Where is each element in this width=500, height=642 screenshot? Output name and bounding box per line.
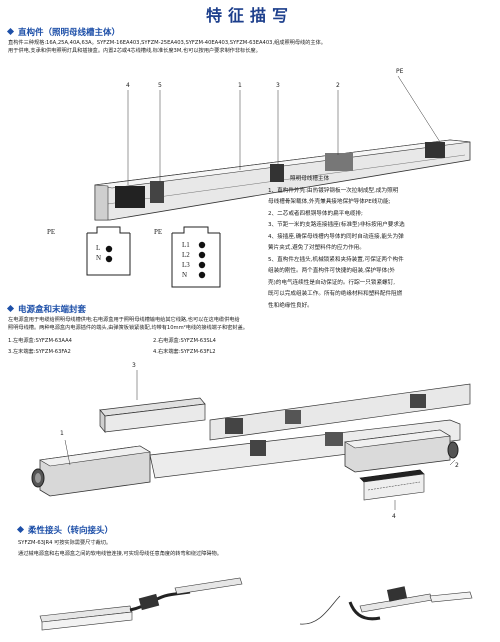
section2-paragraph: 左电源盒用于电缆给照明母线槽供电;右电源盒用于照明母线槽输电给其它线路,也可以在… — [8, 316, 248, 332]
section2-item-list: 1.左电源盒:SYFZM-63AA4 2.右电源盒:SYFZM-63SL4 3.… — [8, 336, 216, 358]
section-heading-power-box: 电源盒和末端封套 — [6, 303, 87, 315]
spec-list-item: 壳)的电气连续性是自动保证的。行踪一只锁紧螺钉, — [268, 279, 396, 286]
paragraph-line: 通过械电源盒和右电源盒之间的软电线管连接,可实现母线任意角度的转弯和绕过障碍物。 — [18, 551, 222, 557]
spec-list-item: 性和绝缘性良好。 — [268, 302, 313, 309]
pe-right-row-l2: L2 — [182, 251, 190, 259]
paragraph-line: 照明母线槽。两种电源盒内电源插件的端头,由弹簧板锁紧装配,均带有10mm²电线的… — [8, 325, 248, 331]
spec-list-item: 5、直构件左插头,机械锁紧和夹持装置,可保证两个构件 — [268, 256, 404, 263]
pe-right-row-n: N — [182, 271, 188, 279]
callout-label: 1 — [60, 430, 64, 437]
diamond-bullet-icon — [16, 525, 25, 534]
power-box-diagram — [31, 370, 471, 510]
spec-list-item: 照明母线槽主体 — [290, 176, 330, 182]
callout-label: 3 — [276, 82, 280, 89]
pe-left-row-l: L — [96, 244, 101, 252]
section1-paragraph: 直构件三种规格:16A,25A,40A,63A。SYFZM-16EA403,SY… — [8, 39, 326, 55]
callout-label: 5 — [158, 82, 162, 89]
section3-paragraph: SYFZM-63JR4 可按实际需要尺寸裁切。 通过械电源盒和右电源盒之间的软电… — [18, 538, 222, 560]
callout-label: 4 — [392, 513, 396, 520]
section-heading-straight-component: 直构件（照明母线槽主体） — [6, 26, 121, 38]
busway-trunk — [94, 139, 471, 221]
paragraph-line: SYFZM-63JR4 可按实际需要尺寸裁切。 — [18, 540, 112, 546]
pe-label-left: PE — [47, 228, 56, 236]
spec-list-item: 2、二芯或者四根铜导体的扁平电缆排; — [268, 210, 363, 217]
item-right-power-box: 2.右电源盒:SYFZM-63SL4 — [153, 338, 216, 344]
callout-label: 2 — [455, 462, 459, 469]
paragraph-line: 直构件三种规格:16A,25A,40A,63A。SYFZM-16EA403,SY… — [8, 40, 326, 46]
pe-label-right: PE — [154, 228, 163, 236]
busway-segment-upper — [209, 383, 471, 441]
right-end-cap-part — [359, 469, 425, 501]
callout-label: 2 — [336, 82, 340, 89]
busway-body-diagram — [94, 75, 471, 221]
section-heading-flexible-joint: 柔性接头（转向接头） — [16, 524, 114, 536]
cross-section-2core-diagram — [86, 226, 131, 276]
item-right-end-cap: 4.右末端套:SYFZM-63FL2 — [153, 349, 216, 355]
cross-section-4core-diagram — [171, 226, 221, 288]
pe-right-row-l1: L1 — [182, 241, 190, 249]
left-power-box-part — [31, 419, 461, 497]
spec-list-item: 1、直构件外壳:由热镀锌钢板一次拉制成型,成为照明 — [268, 187, 399, 194]
section-heading-text: 电源盒和末端封套 — [18, 305, 87, 315]
flexible-joint-diagram — [39, 577, 473, 631]
right-power-box-part — [344, 429, 459, 473]
paragraph-line: 左电源盒用于电缆给照明母线槽供电;右电源盒用于照明母线槽输电给其它线路,也可以在… — [8, 317, 240, 323]
page-title: 特征描写 — [205, 6, 294, 25]
pe-right-row-l3: L3 — [182, 261, 190, 269]
callout-label-pe: PE — [396, 68, 404, 75]
spec-list-item: 既可以完成组装工作。所有的绝缘材料和塑料配件阻燃 — [268, 291, 403, 297]
paragraph-line: 用于供电,支承和供电照明灯具和插接盒。内置2芯或4芯线槽线,标准长度3M,也可以… — [8, 48, 261, 54]
item-left-power-box: 1.左电源盒:SYFZM-63AA4 — [8, 338, 72, 344]
pe-left-row-n: N — [96, 254, 102, 262]
spec-list: 照明母线槽主体 1、直构件外壳:由热镀锌钢板一次拉制成型,成为照明 母线槽骨架载… — [268, 174, 405, 312]
callout-label: 3 — [132, 362, 136, 369]
spec-list-item: 组装的刚性。两个直构件可快捷的组装,保护导体(外 — [268, 268, 396, 274]
spec-list-item: 4、接插座,确保母线槽内导体的同时自动连接,能头为弹 — [268, 233, 404, 240]
left-end-cap-part — [99, 397, 206, 433]
callout-label: 1 — [238, 82, 242, 89]
spec-list-item: 母线槽骨架载体,外壳兼具接地保护导体PE线功能; — [268, 199, 391, 205]
flexible-joint-right — [299, 586, 473, 625]
callout-label: 4 — [126, 82, 130, 89]
item-left-end-cap: 3.左末端套:SYFZM-63FA2 — [8, 349, 71, 355]
diamond-bullet-icon — [6, 27, 15, 36]
spec-list-item: 3、节距一米的支路连接插座(标准型)非标按用户要求选 — [268, 222, 405, 228]
spec-list-item: 簧片夹式,避免了对塑料件的应力作用。 — [268, 245, 365, 251]
diamond-bullet-icon — [6, 304, 15, 313]
section-heading-text: 柔性接头（转向接头） — [28, 526, 114, 536]
section-heading-text: 直构件（照明母线槽主体） — [18, 28, 121, 38]
flexible-joint-left — [39, 577, 243, 631]
